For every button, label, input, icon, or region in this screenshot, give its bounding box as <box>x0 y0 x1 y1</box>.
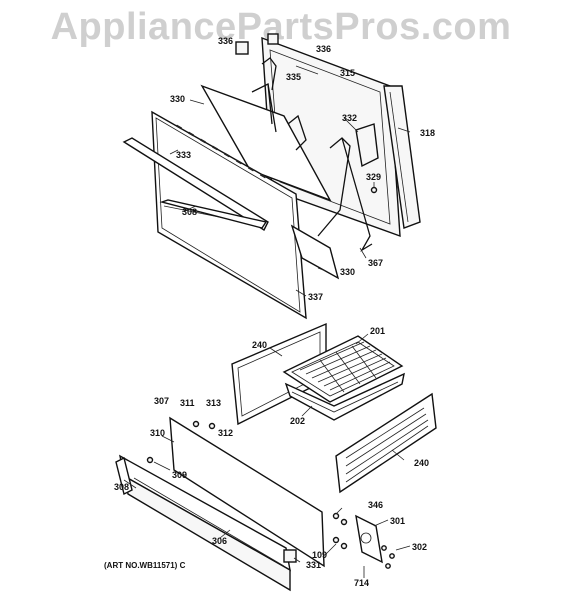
label-335: 335 <box>286 72 301 82</box>
label-346: 346 <box>368 500 383 510</box>
label-301: 301 <box>390 516 405 526</box>
hinge-bracket-332 <box>355 123 379 168</box>
broiler-pan-202 <box>284 372 405 421</box>
watermark: AppliancePartsPros.com <box>50 6 512 48</box>
label-315: 315 <box>340 68 355 78</box>
screw-313 <box>208 422 216 430</box>
label-330-b: 330 <box>340 267 355 277</box>
label-332: 332 <box>342 113 357 123</box>
insulation-panel-330-upper <box>200 84 332 202</box>
label-240-a: 240 <box>252 340 267 350</box>
door-handle <box>122 137 269 232</box>
label-313: 313 <box>206 398 221 408</box>
clips-336 <box>235 33 279 55</box>
broiler-grid-201 <box>282 335 404 403</box>
label-310: 310 <box>150 428 165 438</box>
screw-309 <box>146 456 154 464</box>
end-cap-331 <box>283 549 297 563</box>
label-312: 312 <box>218 428 233 438</box>
label-308-a: 308 <box>182 207 197 217</box>
drawer-handle-308 <box>115 456 133 496</box>
label-308-b: 308 <box>114 482 129 492</box>
screw-329 <box>370 186 378 194</box>
roller-bracket-301 <box>355 514 383 564</box>
label-367: 367 <box>368 258 383 268</box>
drawer-back-307 <box>169 416 325 568</box>
label-336-b: 336 <box>316 44 331 54</box>
art-number: (ART NO.WB11571) C <box>104 561 186 570</box>
label-302: 302 <box>412 542 427 552</box>
label-306: 306 <box>212 536 227 546</box>
label-311: 311 <box>180 398 195 408</box>
label-714: 714 <box>354 578 369 588</box>
label-331: 331 <box>306 560 321 570</box>
label-329: 329 <box>366 172 381 182</box>
fasteners-346-109 <box>332 512 348 550</box>
label-318: 318 <box>420 128 435 138</box>
door-hinge-wires <box>251 57 373 252</box>
screw-311 <box>192 420 200 428</box>
side-panel-240-right <box>335 392 437 494</box>
label-109: 109 <box>312 550 327 560</box>
label-201: 201 <box>370 326 385 336</box>
door-vent-slots <box>175 124 267 179</box>
screws-302 <box>381 545 395 569</box>
label-333: 333 <box>176 150 191 160</box>
label-336-a: 336 <box>218 36 233 46</box>
label-330-a: 330 <box>170 94 185 104</box>
label-309: 309 <box>172 470 187 480</box>
label-202: 202 <box>290 416 305 426</box>
leader-lines <box>123 65 411 578</box>
label-307: 307 <box>154 396 169 406</box>
insulation-panel-330-lower <box>290 224 340 280</box>
door-gasket-318 <box>383 85 421 229</box>
label-240-b: 240 <box>414 458 429 468</box>
label-337: 337 <box>308 292 323 302</box>
